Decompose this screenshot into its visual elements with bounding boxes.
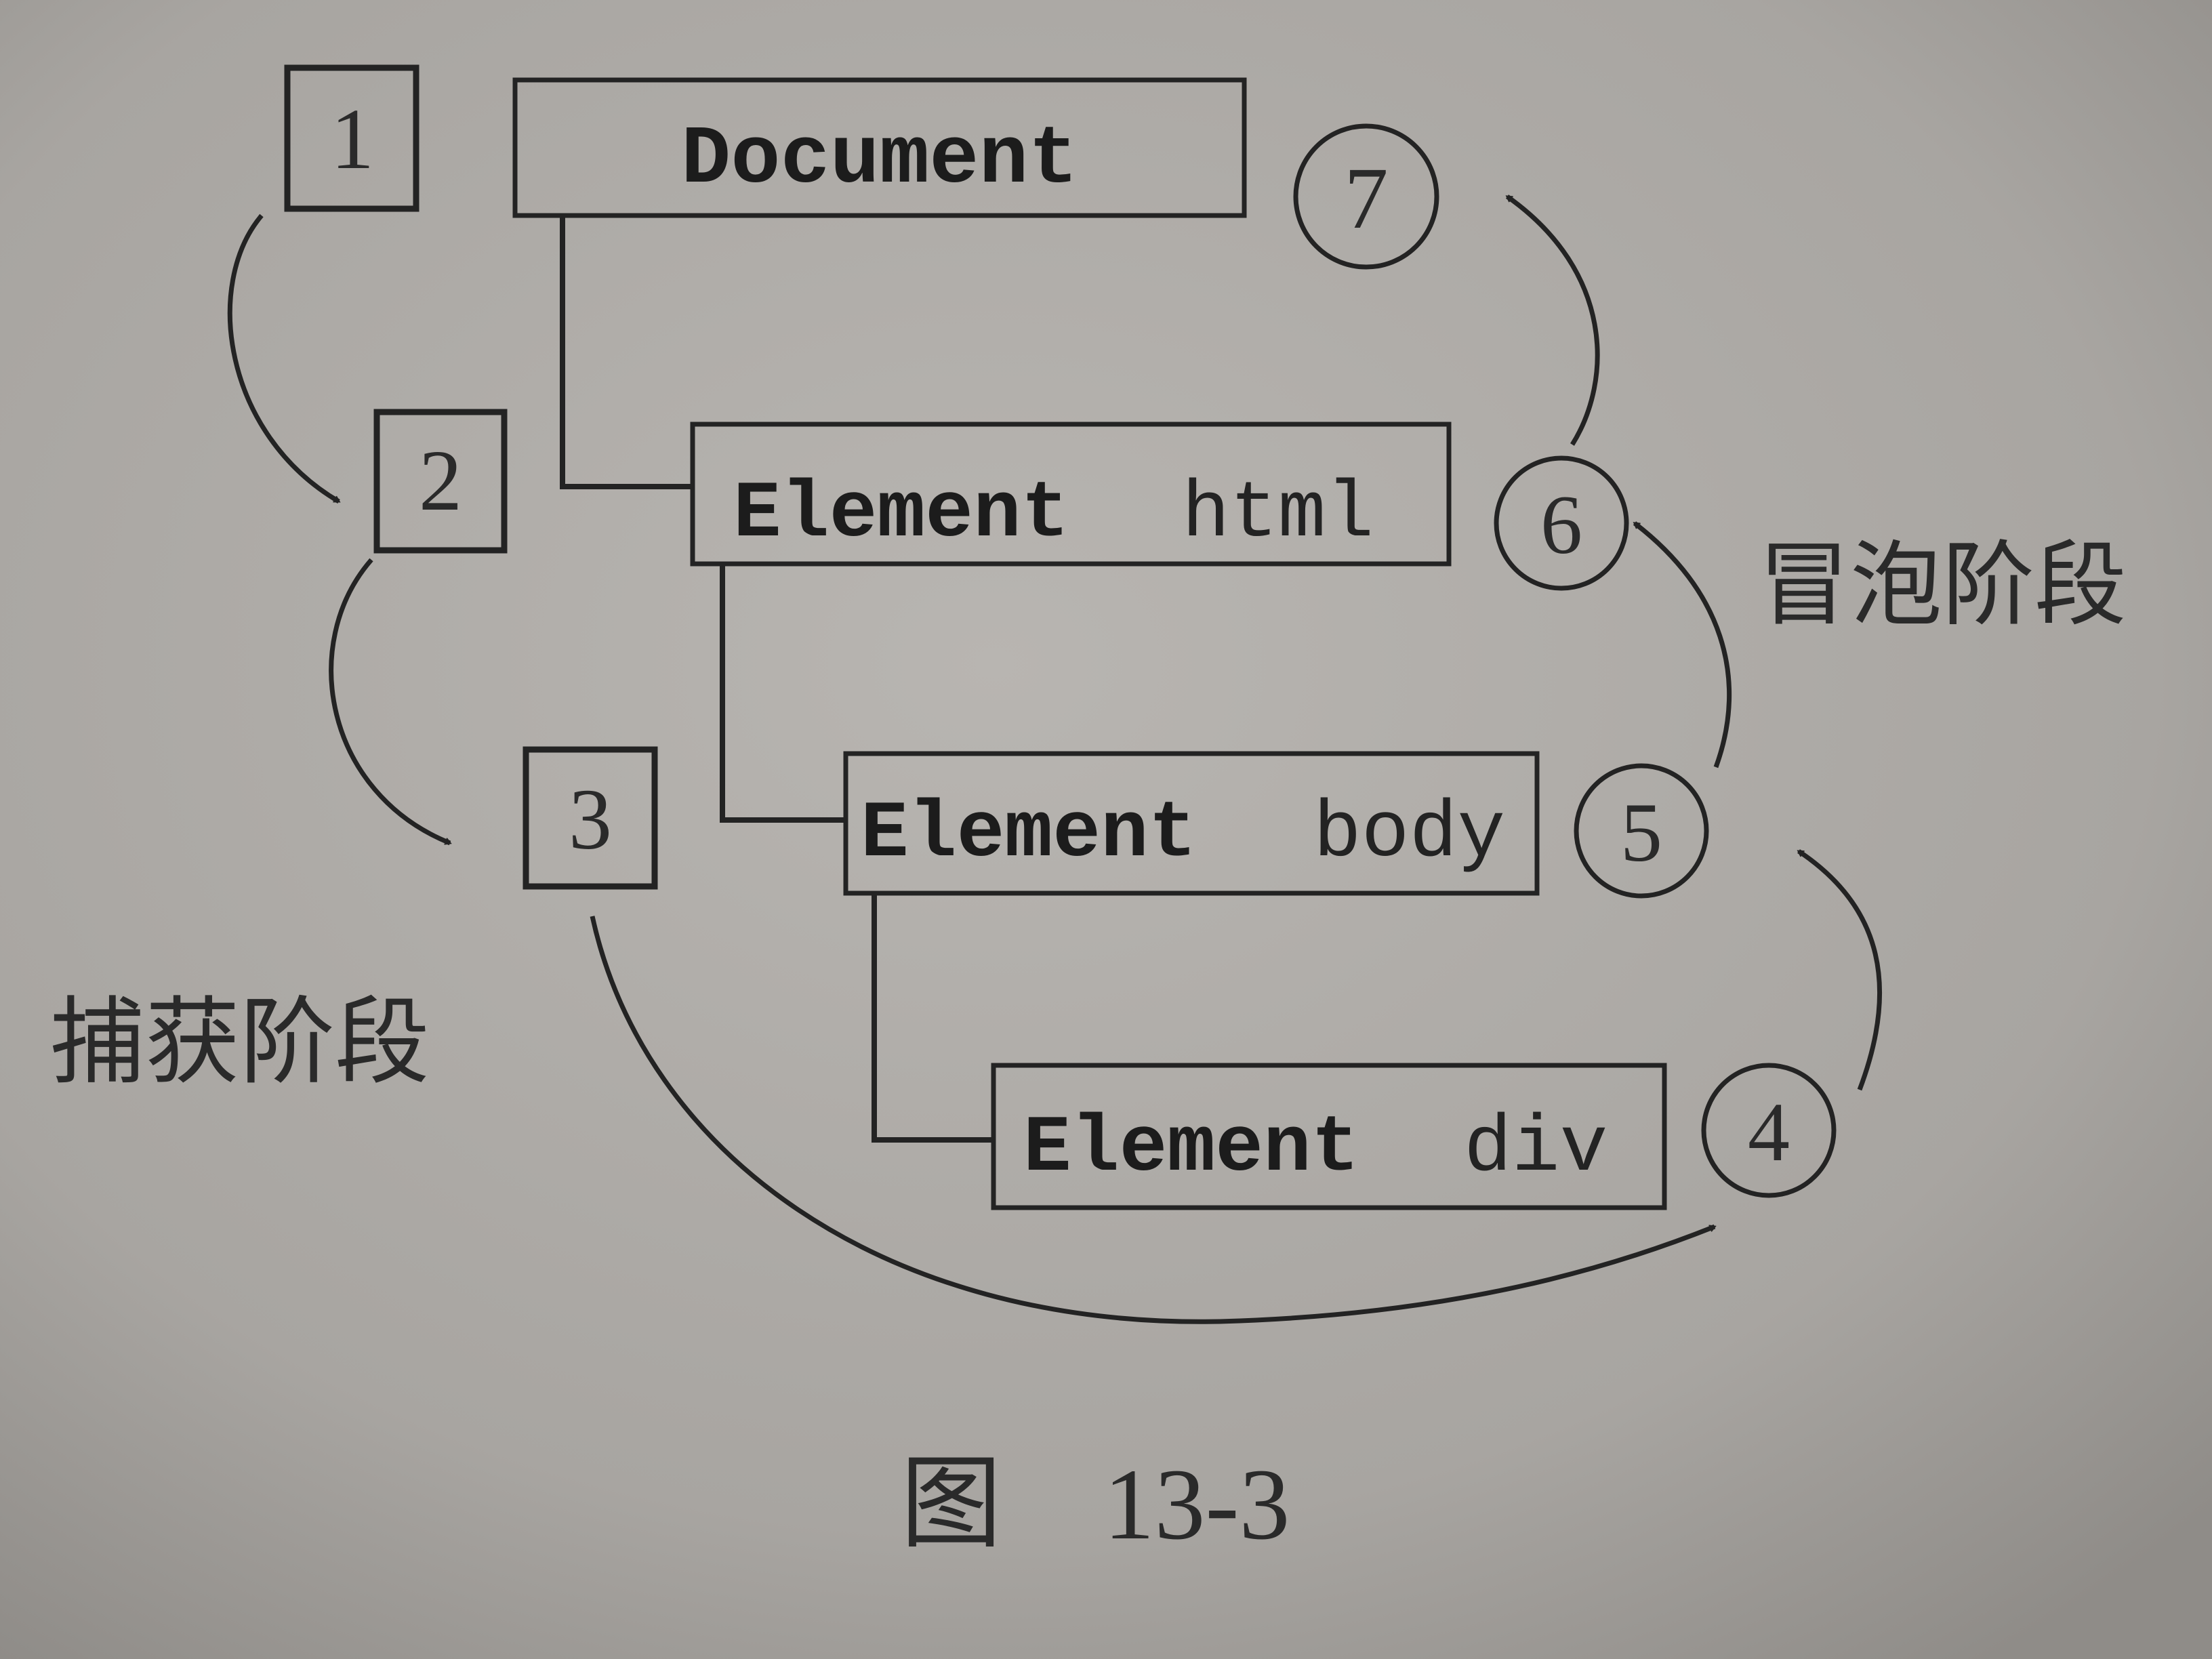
- bubble-step-4: 4: [1701, 1063, 1837, 1198]
- bubble-step-7-number: 7: [1345, 150, 1389, 247]
- node-div: Element div: [991, 1063, 1667, 1210]
- figure-caption: 图 13-3: [901, 1448, 1290, 1561]
- node-document-label: Document: [681, 112, 1078, 207]
- node-html: Element html: [690, 422, 1452, 567]
- bubble-step-4-number: 4: [1748, 1086, 1790, 1179]
- node-div-tag: div: [1464, 1104, 1607, 1194]
- node-body-type: Element: [861, 790, 1197, 880]
- tree-connector-document-html: [560, 216, 694, 489]
- capture-arrow-1-to-2: [227, 213, 341, 504]
- bubble-arrow-4-to-5: [1797, 849, 1883, 1091]
- capture-arrow-2-to-3: [329, 558, 452, 846]
- capture-step-3: 3: [523, 746, 658, 890]
- bubble-step-6-number: 6: [1540, 478, 1582, 571]
- bubble-arrow-6-to-7: [1505, 194, 1600, 446]
- capture-step-1-number: 1: [331, 91, 374, 187]
- node-div-type: Element: [1023, 1104, 1359, 1194]
- node-document: Document: [512, 77, 1247, 218]
- node-html-tag: html: [1182, 470, 1374, 560]
- node-html-type: Element: [733, 470, 1069, 560]
- tree-connector-body-div: [872, 892, 995, 1143]
- capture-arrow-3-to-4: [590, 916, 1717, 1324]
- bubble-step-6: 6: [1494, 455, 1629, 591]
- bubble-arrow-5-to-6: [1633, 521, 1732, 769]
- capture-step-1: 1: [284, 64, 419, 212]
- capture-step-2: 2: [373, 409, 508, 554]
- bubble-step-5: 5: [1574, 763, 1709, 899]
- capture-step-2-number: 2: [419, 432, 462, 529]
- bubble-phase-label: 冒泡阶段: [1758, 532, 2127, 639]
- capture-step-3-number: 3: [569, 771, 612, 867]
- node-body-tag: body: [1313, 790, 1505, 880]
- bubble-step-5-number: 5: [1620, 786, 1662, 879]
- node-body: Element body: [843, 751, 1540, 896]
- bubble-step-7: 7: [1293, 123, 1439, 270]
- capture-phase-label: 捕获阶段: [50, 987, 430, 1098]
- tree-connector-html-body: [720, 562, 847, 823]
